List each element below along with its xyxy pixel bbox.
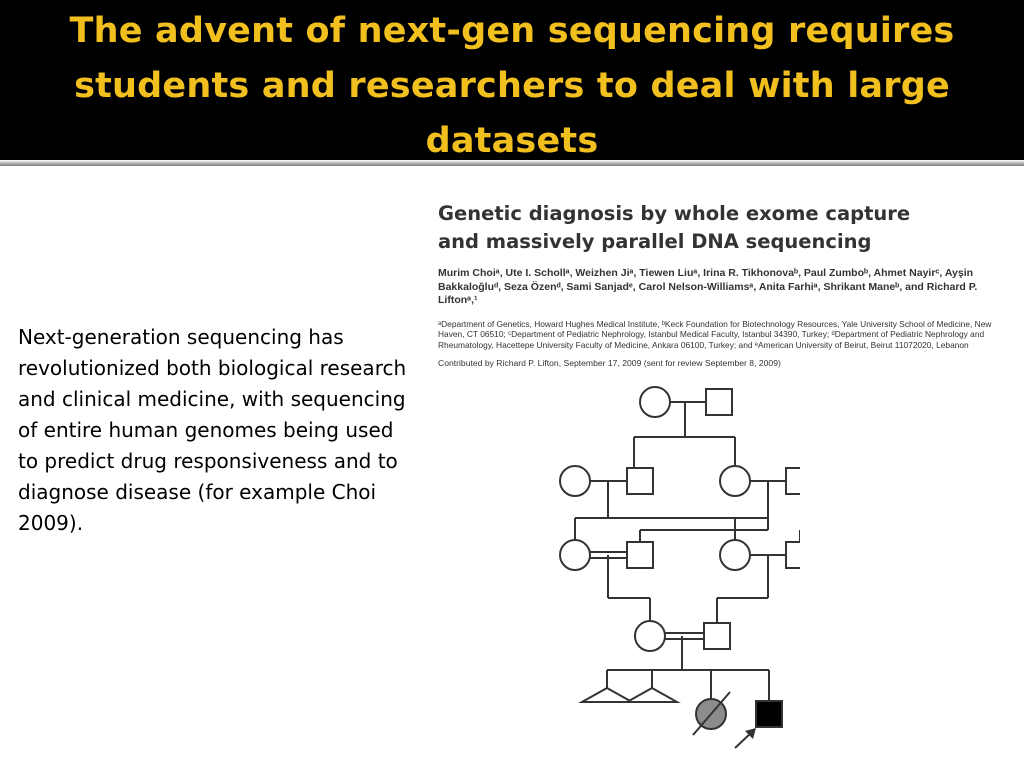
pedigree-gen3-female-right [719,539,751,571]
paper-contribution-note: Contributed by Richard P. Lifton, Septem… [438,358,781,368]
pedigree-gen3-male-left [626,541,654,569]
pedigree-gen3-female-left [559,539,591,571]
slide-title: The advent of next-gen sequencing requir… [69,11,955,161]
pedigree-gen5-miscarriage-1 [578,686,636,703]
slide-body-text: Next-generation sequencing has revolutio… [18,325,407,535]
pedigree-gen5-miscarriage-2 [623,686,681,703]
pedigree-gen1-female [639,386,671,418]
pedigree-proband-arrowhead [745,728,756,739]
pedigree-gen5-male-affected [755,700,783,728]
pedigree-gen5-deceased-slash [692,691,731,736]
paper-authors: Murim Choiᵃ, Ute I. Schollᵃ, Weizhen Jiᵃ… [438,267,978,306]
pedigree-gen2-male-left [626,467,654,495]
pedigree-gen4-female [634,620,666,652]
pedigree-gen3-male-right [785,541,800,569]
pedigree-gen1-male [705,388,733,416]
title-divider [0,160,1024,166]
pedigree-diagram [559,386,800,749]
pedigree-gen2-female-left [559,465,591,497]
pedigree-gen4-male [703,622,731,650]
paper-affiliations: ᵃDepartment of Genetics, Howard Hughes M… [438,318,992,350]
paper-excerpt: Genetic diagnosis by whole exome capture… [438,200,1018,369]
pedigree-gen2-male-right [785,467,800,495]
paper-title: Genetic diagnosis by whole exome capture… [438,202,911,253]
title-bar: The advent of next-gen sequencing requir… [0,0,1024,161]
pedigree-gen2-female-right [719,465,751,497]
